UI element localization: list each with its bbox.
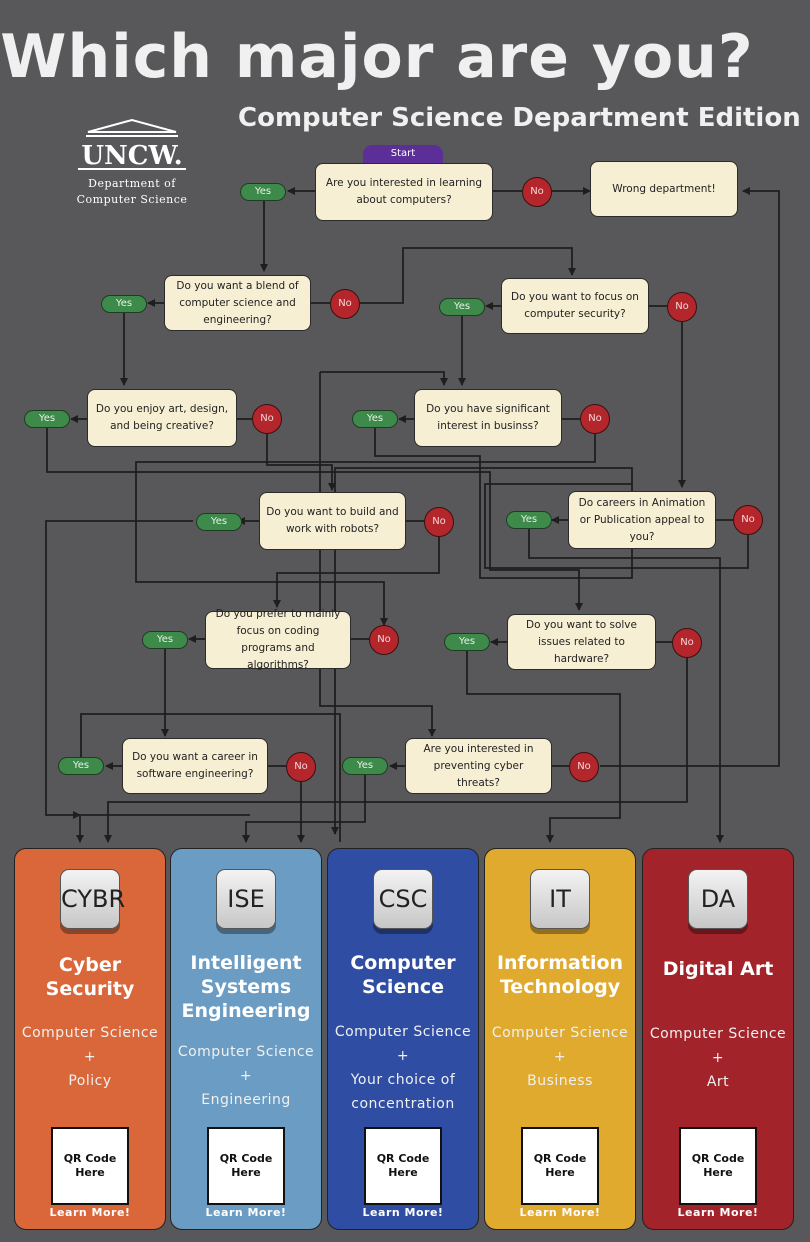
learn-more-link[interactable]: Learn More! <box>519 1206 601 1219</box>
major-card-cybr: CYBR Cyber Security Computer Science + P… <box>14 848 166 1230</box>
page-subtitle: Computer Science Department Edition <box>238 103 801 133</box>
no-label: No <box>330 289 360 319</box>
major-name: Digital Art <box>662 958 774 980</box>
question-art-design: Do you enjoy art, design, and being crea… <box>87 389 237 447</box>
major-desc-line: Business <box>527 1073 593 1089</box>
yes-label: Yes <box>342 757 388 775</box>
major-code-key: CSC <box>373 869 433 929</box>
flow-connectors <box>45 187 780 843</box>
yes-label: Yes <box>58 757 104 775</box>
major-card-it: IT Information Technology Computer Scien… <box>484 848 636 1230</box>
major-code-key: DA <box>688 869 748 929</box>
major-code-key: CYBR <box>60 869 125 929</box>
major-name: Information Technology <box>496 952 624 998</box>
major-name: Intelligent Systems Engineering <box>181 952 311 1022</box>
no-label: No <box>522 177 552 207</box>
yes-label: Yes <box>506 511 552 529</box>
major-desc-plus: + <box>553 1049 567 1065</box>
logo-word: UNCW. <box>78 143 186 170</box>
major-code-key: ISE <box>216 869 276 929</box>
qr-code-placeholder: QR Code Here <box>521 1127 599 1205</box>
major-card-csc: CSC Computer Science Computer Science + … <box>327 848 479 1230</box>
yes-label: Yes <box>101 295 147 313</box>
question-interested-in-computers: Are you interested in learning about com… <box>315 163 493 221</box>
no-label: No <box>667 292 697 322</box>
major-desc-line: Computer Science <box>491 1025 629 1041</box>
question-cs-engineering-blend: Do you want a blend of computer science … <box>164 275 311 331</box>
major-desc-line: concentration <box>351 1096 455 1112</box>
major-name: Cyber Security <box>45 954 135 1000</box>
no-label: No <box>580 404 610 434</box>
yes-label: Yes <box>240 183 286 201</box>
major-desc-plus: + <box>239 1068 253 1084</box>
qr-code-placeholder: QR Code Here <box>51 1127 129 1205</box>
major-desc-line: Art <box>706 1074 730 1090</box>
no-label: No <box>672 628 702 658</box>
major-desc-line: Engineering <box>201 1092 291 1108</box>
yes-label: Yes <box>24 410 70 428</box>
question-business-interest: Do you have significant interest in busi… <box>414 389 562 447</box>
question-computer-security: Do you want to focus on computer securit… <box>501 278 649 334</box>
logo-dept-line2: Computer Science <box>76 193 188 206</box>
no-label: No <box>369 625 399 655</box>
qr-code-placeholder: QR Code Here <box>207 1127 285 1205</box>
learn-more-link[interactable]: Learn More! <box>49 1206 131 1219</box>
major-desc-plus: + <box>83 1049 97 1065</box>
question-hardware-issues: Do you want to solve issues related to h… <box>507 614 656 670</box>
no-label: No <box>733 505 763 535</box>
yes-label: Yes <box>444 633 490 651</box>
learn-more-link[interactable]: Learn More! <box>677 1206 759 1219</box>
wrong-department-box: Wrong department! <box>590 161 738 217</box>
no-label: No <box>252 404 282 434</box>
question-animation-publication: Do careers in Animation or Publication a… <box>568 491 716 549</box>
major-code-key: IT <box>530 869 590 929</box>
major-desc-plus: + <box>396 1048 410 1064</box>
yes-label: Yes <box>352 410 398 428</box>
page-title: Which major are you? <box>0 22 754 92</box>
yes-label: Yes <box>439 298 485 316</box>
major-desc-plus: + <box>711 1050 725 1066</box>
no-label: No <box>286 752 316 782</box>
start-label: Start <box>363 145 443 163</box>
major-desc-line: Policy <box>68 1073 112 1089</box>
yes-label: Yes <box>142 631 188 649</box>
major-card-da: DA Digital Art Computer Science + Art QR… <box>642 848 794 1230</box>
building-icon <box>86 118 178 137</box>
no-label: No <box>424 507 454 537</box>
question-software-engineering: Do you want a career in software enginee… <box>122 738 268 794</box>
major-desc-line: Computer Science <box>649 1026 787 1042</box>
learn-more-link[interactable]: Learn More! <box>205 1206 287 1219</box>
major-desc-line: Computer Science <box>21 1025 159 1041</box>
yes-label: Yes <box>196 513 242 531</box>
qr-code-placeholder: QR Code Here <box>679 1127 757 1205</box>
question-coding-algorithms: Do you prefer to mainly focus on coding … <box>205 608 351 671</box>
major-desc-line: Computer Science <box>334 1024 472 1040</box>
major-desc-line: Your choice of <box>350 1072 456 1088</box>
logo-dept-line1: Department of <box>88 177 176 190</box>
qr-code-placeholder: QR Code Here <box>364 1127 442 1205</box>
major-desc-line: Computer Science <box>177 1044 315 1060</box>
question-robots: Do you want to build and work with robot… <box>259 492 406 550</box>
question-cyber-threats: Are you interested in preventing cyber t… <box>405 738 552 794</box>
major-card-ise: ISE Intelligent Systems Engineering Comp… <box>170 848 322 1230</box>
major-name: Computer Science <box>350 952 456 998</box>
uncw-logo: UNCW. Department of Computer Science <box>72 118 192 208</box>
no-label: No <box>569 752 599 782</box>
learn-more-link[interactable]: Learn More! <box>362 1206 444 1219</box>
